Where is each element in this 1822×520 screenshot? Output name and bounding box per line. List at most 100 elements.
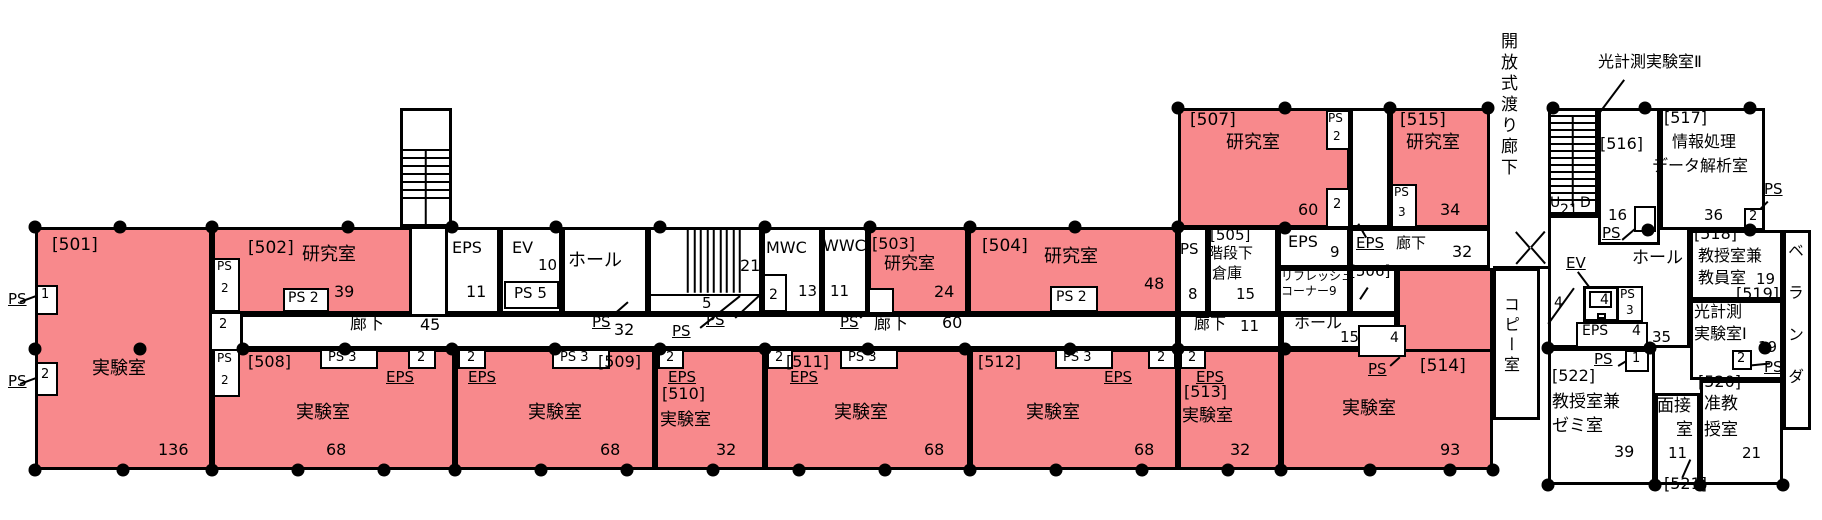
corridor-2-label: 廊下 — [874, 314, 908, 334]
corridor-11-label: 廊下 — [1194, 314, 1227, 333]
column-dot — [863, 220, 877, 234]
ev-box-foot — [1597, 313, 1606, 319]
room-503-number: [503] — [872, 234, 916, 253]
ps-label-stair2-a: PS — [672, 322, 691, 340]
stair-right-up: U — [1550, 195, 1561, 211]
room-501-area: 136 — [158, 440, 189, 459]
hall-506-vertical — [1350, 268, 1397, 314]
room-522-number: [522] — [1552, 366, 1596, 385]
column-dot — [1743, 101, 1757, 115]
refresh-corner-label-1: リフレッシュ — [1281, 269, 1354, 283]
ps-shaft-lower — [213, 349, 240, 397]
hall-506-area: 15 — [1340, 328, 1360, 346]
column-dot — [116, 463, 130, 477]
room-copy — [1493, 268, 1540, 420]
ps-box-502 — [283, 288, 329, 312]
column-dot — [205, 463, 219, 477]
room-513-name: 実験室 — [1182, 406, 1233, 426]
room-514-number: [514] — [1420, 356, 1466, 376]
column-dot — [958, 342, 972, 356]
corridor-11-area: 11 — [1240, 317, 1260, 335]
column-dot — [1776, 478, 1790, 492]
room-501-number: [501] — [52, 235, 98, 255]
column-dot — [291, 463, 305, 477]
ps-box-504-label: PS 2 — [1056, 289, 1087, 305]
column-dot — [1363, 463, 1377, 477]
room-512-number: [512] — [978, 352, 1022, 371]
room-522-name-1: 教授室兼 — [1552, 392, 1620, 412]
eps-label-513: EPS — [1196, 368, 1225, 386]
column-dot — [1546, 101, 1560, 115]
stair-2-landing-area: 5 — [702, 294, 712, 312]
column-dot — [653, 220, 667, 234]
ps-box-515-label: PS — [1394, 185, 1409, 199]
ps-box-507 — [1326, 110, 1350, 150]
room-512-name: 実験室 — [1026, 402, 1080, 423]
room-509-number: [509] — [598, 352, 642, 371]
room-505 — [1208, 227, 1278, 314]
eps4-hall-right-label: EPS — [1582, 323, 1609, 339]
stair-2-area: 21 — [740, 256, 761, 275]
room-503-name: 研究室 — [884, 254, 935, 274]
column-dot — [133, 342, 147, 356]
room-518-name-1: 教授室兼 — [1698, 246, 1763, 265]
room-520-name-1: 准教 — [1704, 394, 1738, 414]
column-dot — [1278, 221, 1292, 235]
column-dot — [1638, 101, 1652, 115]
room-517-area: 36 — [1704, 206, 1724, 224]
room-516-number: [516] — [1600, 134, 1644, 153]
bridge-break-3 — [1530, 231, 1546, 249]
stair-2-treads — [706, 228, 709, 293]
room-522-area: 39 — [1614, 442, 1635, 461]
column-dot — [1278, 101, 1292, 115]
room-520-area: 21 — [1742, 444, 1762, 462]
stair-2-treads — [726, 228, 728, 293]
bridge-break-2 — [1515, 247, 1531, 265]
ps-box-517-area: 2 — [1749, 209, 1758, 224]
eps-corridor — [1350, 228, 1490, 268]
room-504-area: 48 — [1144, 274, 1165, 293]
room-513-number: [513] — [1184, 382, 1228, 401]
room-509-name: 実験室 — [528, 402, 582, 423]
room-509 — [455, 349, 655, 470]
room-519-number: [519] — [1736, 284, 1780, 303]
eps4-hall-right-area: 4 — [1632, 323, 1641, 339]
room-520-number: [520] — [1698, 372, 1742, 391]
ps-box-506-area: 4 — [1390, 330, 1399, 346]
ps3-hall-right-area: 3 — [1626, 303, 1634, 317]
ps-label-left-2: PS — [8, 372, 27, 390]
eps-box-510-area: 2 — [666, 350, 675, 365]
room-521-name-2: 室 — [1676, 420, 1693, 440]
column-dot — [620, 463, 634, 477]
corridor-2-area: 60 — [942, 313, 963, 332]
room-wwc — [822, 227, 868, 314]
stair-right-divider — [1572, 116, 1574, 207]
column-dot — [1049, 463, 1063, 477]
room-515-number: [515] — [1400, 110, 1446, 130]
room-508-area: 68 — [326, 440, 347, 459]
ps3-box-511-label: PS 3 — [848, 350, 877, 365]
ps-box-501-1 — [36, 285, 58, 315]
room-514-name: 実験室 — [1342, 398, 1396, 419]
column-dot — [549, 220, 563, 234]
column-dot — [1171, 101, 1185, 115]
refresh-corner-label-2: コーナー9 — [1281, 284, 1337, 298]
column-dot — [1693, 478, 1707, 492]
stair-right-down: D — [1580, 195, 1591, 211]
column-dot — [445, 220, 459, 234]
column-dot — [113, 220, 127, 234]
room-519-area: 19 — [1758, 338, 1778, 356]
ps-box-515 — [1391, 184, 1417, 228]
column-dot — [1221, 463, 1235, 477]
stair-2-treads — [700, 228, 702, 293]
bridge-break-4 — [1530, 247, 1546, 265]
veranda-label: ベランダ — [1785, 242, 1804, 410]
room-504-number: [504] — [982, 236, 1028, 256]
eps-box-513 — [1180, 349, 1206, 369]
open-bridge-label: 開放式渡り廊下 — [1497, 32, 1517, 179]
column-dot — [1541, 341, 1555, 355]
mwc-area: 13 — [798, 282, 818, 300]
room-502-number: [502] — [248, 238, 294, 258]
room-521 — [1655, 393, 1700, 485]
ps-label-stair2-b: PS — [706, 311, 725, 329]
